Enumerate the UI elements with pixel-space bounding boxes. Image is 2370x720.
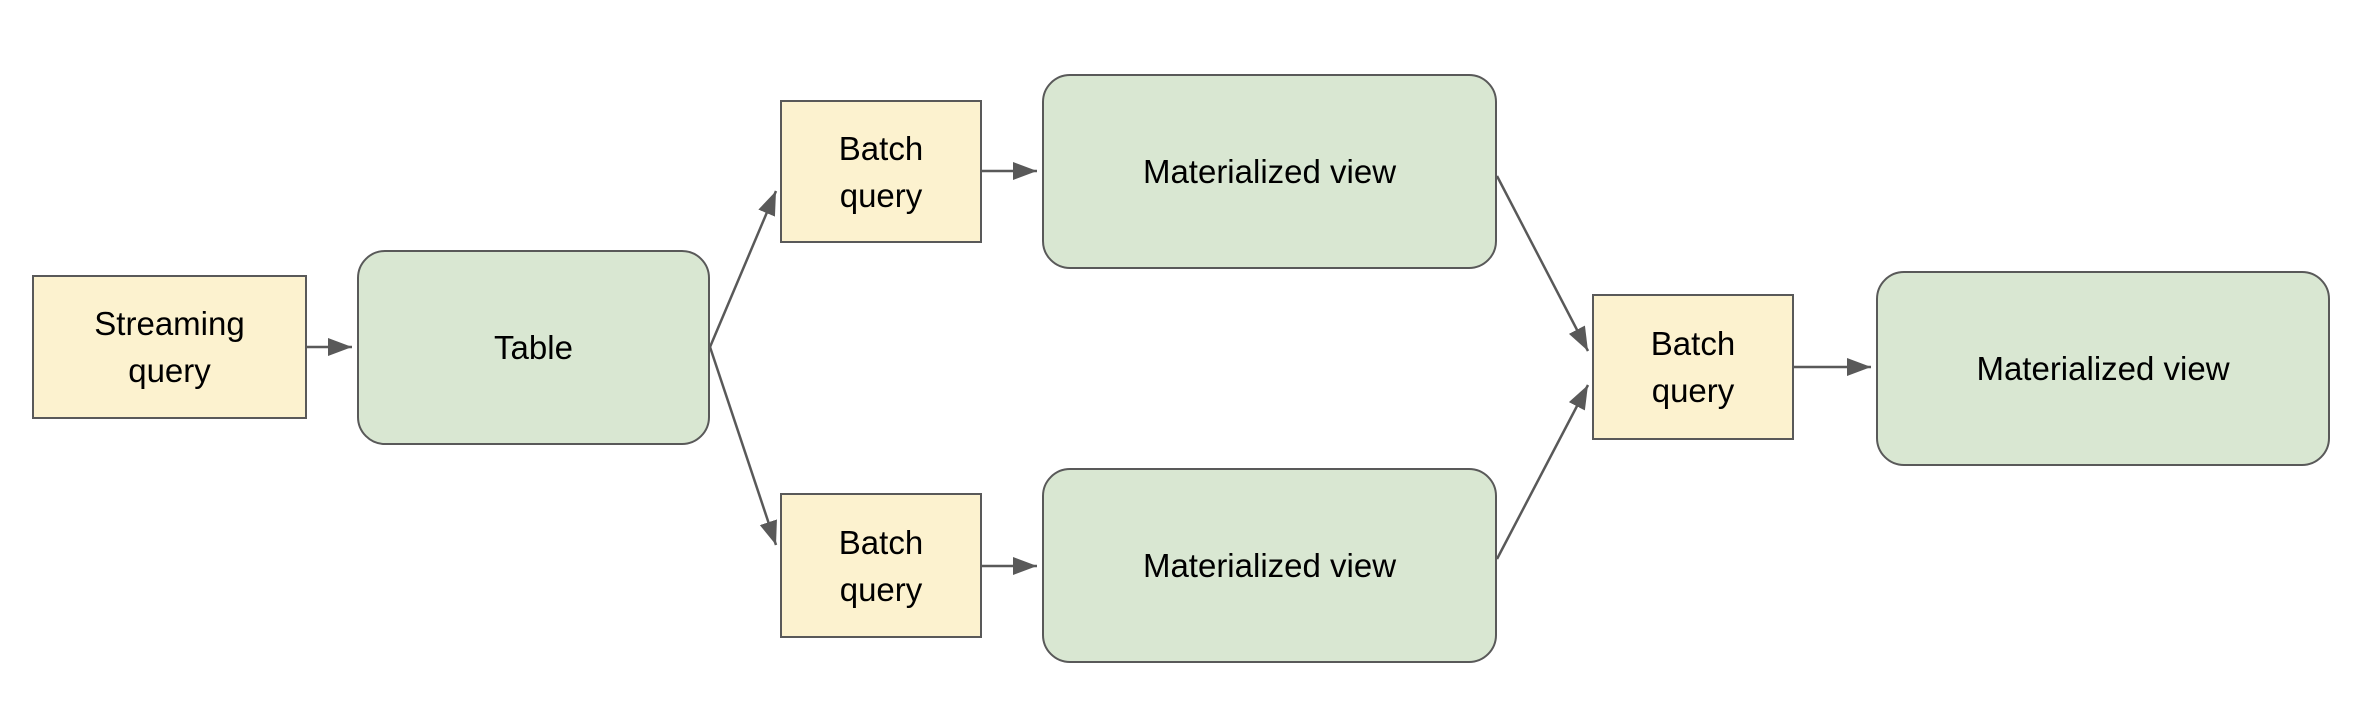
node-streaming-query-label: Streaming query (94, 305, 245, 389)
node-batch-query-right: Batch query (1592, 294, 1794, 440)
node-batch-query-bottom: Batch query (780, 493, 982, 638)
node-materialized-view-right-label: Materialized view (1976, 350, 2230, 387)
edge-table-to-batch-query-top (708, 190, 778, 348)
edge-materialized-view-bottom-to-batch-query-right (1495, 384, 1590, 560)
node-materialized-view-top: Materialized view (1042, 74, 1497, 269)
node-materialized-view-right: Materialized view (1876, 271, 2330, 466)
edge-materialized-view-top-to-batch-query-right (1495, 175, 1590, 352)
node-table: Table (357, 250, 710, 445)
node-batch-query-right-label: Batch query (1650, 325, 1736, 409)
node-materialized-view-bottom: Materialized view (1042, 468, 1497, 663)
node-batch-query-bottom-label: Batch query (838, 523, 924, 608)
edge-table-to-batch-query-bottom (708, 346, 778, 546)
node-table-label: Table (494, 329, 573, 366)
node-materialized-view-top-label: Materialized view (1142, 153, 1397, 190)
node-batch-query-top: Batch query (780, 100, 982, 243)
node-materialized-view-bottom-label: Materialized view (1142, 547, 1397, 584)
node-batch-query-top-label: Batch query (838, 129, 924, 214)
node-streaming-query: Streaming query (32, 275, 307, 419)
